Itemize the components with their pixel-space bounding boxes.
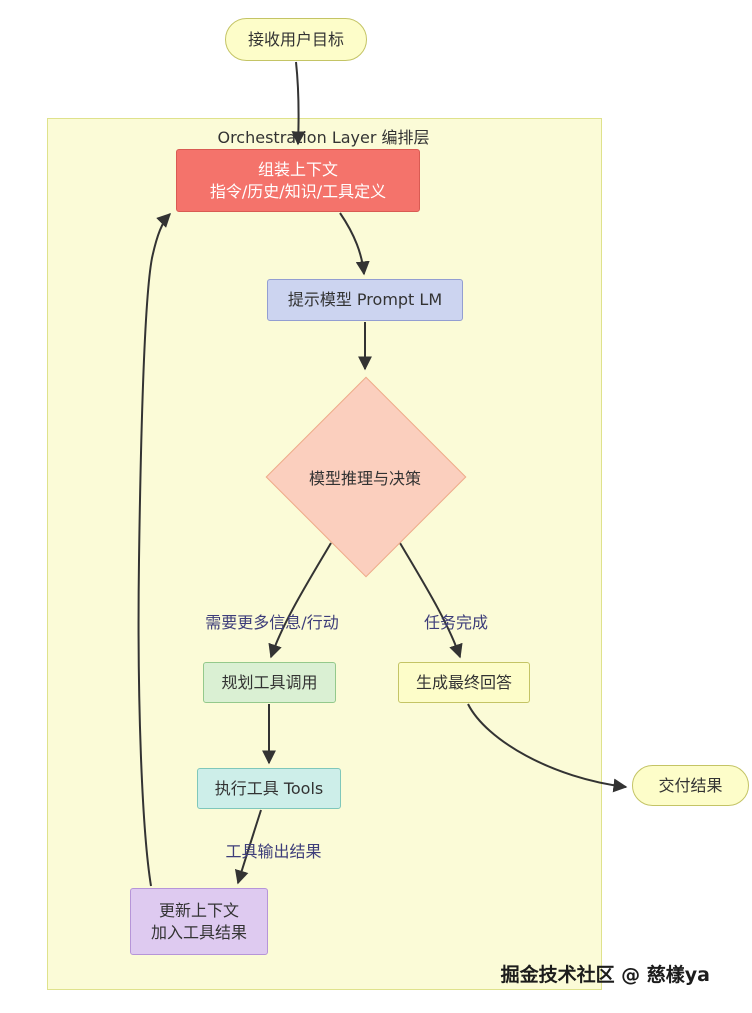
watermark-text: 掘金技术社区 @ 慈樣ya xyxy=(500,964,710,986)
node-update-context: 更新上下文 加入工具结果 xyxy=(130,888,268,955)
node-deliver-result: 交付结果 xyxy=(632,765,749,806)
node-receive-user-goal: 接收用户目标 xyxy=(225,18,367,61)
edge-label-task-done: 任务完成 xyxy=(423,613,488,632)
orchestration-layer-title: Orchestration Layer 编排层 xyxy=(217,128,430,147)
edge-label-need-more-info: 需要更多信息/行动 xyxy=(205,613,339,632)
edge-label-tool-output: 工具输出结果 xyxy=(225,842,322,861)
node-decision-label: 模型推理与决策 xyxy=(308,469,421,488)
node-prompt-lm: 提示模型 Prompt LM xyxy=(267,279,463,321)
node-execute-tools: 执行工具 Tools xyxy=(197,768,341,809)
node-generate-final-answer: 生成最终回答 xyxy=(398,662,530,703)
node-assemble-context: 组装上下文 指令/历史/知识/工具定义 xyxy=(176,149,420,212)
node-plan-tool-call: 规划工具调用 xyxy=(203,662,336,703)
